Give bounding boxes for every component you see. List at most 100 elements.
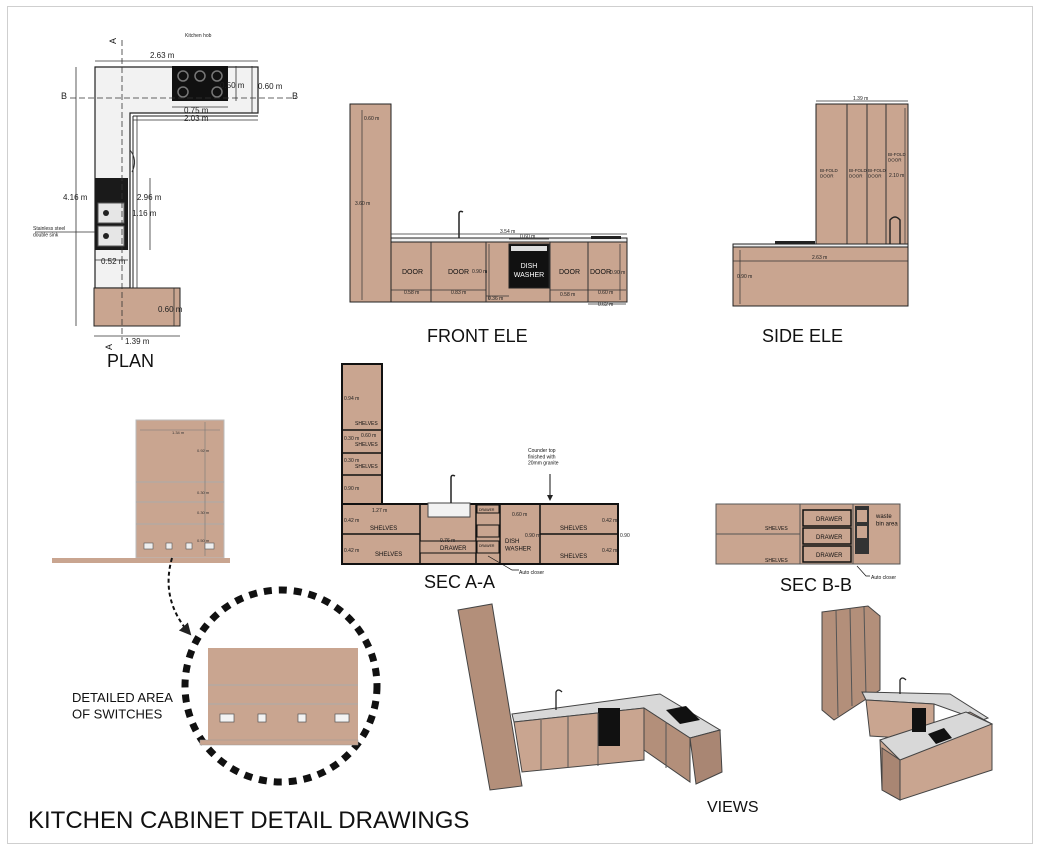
side-dim-overall: 2.63 m (812, 255, 827, 261)
aa-drawer-small-2: DRAWER (479, 544, 495, 548)
side-dim-top: 1.39 m (853, 96, 868, 102)
switch-dim-3: 0.30 m (197, 510, 210, 515)
switch-dim-width: 1.34 m (172, 430, 185, 435)
bb-auto-closer: Auto closer (871, 575, 896, 581)
front-dim-overall: 3.54 m (500, 229, 515, 235)
aa-tall-dim-5: 0.90 m (344, 486, 359, 492)
front-dim-base-5: 0.58 m (560, 292, 575, 298)
front-dim-tall-height: 3.60 m (355, 201, 370, 207)
side-door-4-line: DOOR (888, 158, 902, 163)
front-dim-base-8: 0.90 m (610, 270, 625, 276)
plan-dim-counter-depth: 0.60 m (258, 82, 283, 91)
aa-tall-dim-4: 0.30 m (344, 458, 359, 464)
section-marker-b-right: B (292, 91, 298, 101)
plan-dim-bottom-depth: 0.60 m (158, 305, 183, 314)
aa-title: SEC A-A (424, 572, 495, 592)
aa-drawer: DRAWER (440, 546, 467, 552)
side-door-1-line: DOOR (820, 174, 834, 179)
front-dishwasher-label-line: WASHER (514, 272, 544, 279)
sink-note-line: Stainless steel (33, 226, 65, 232)
side-door-2-line: DOOR (849, 174, 863, 179)
side-door-1-line: BI-FOLD (820, 168, 839, 173)
side-dim-height: 0.90 m (737, 274, 752, 280)
sheet-title: KITCHEN CABINET DETAIL DRAWINGS (28, 807, 469, 834)
front-dishwasher (508, 243, 550, 289)
switch-dim-4: 0.50 m (197, 538, 210, 543)
aa-base-dim-4: 0.76 m (440, 538, 455, 544)
aa-counter-note-line: Counder top (528, 448, 556, 454)
bb-waste-bin: waste bin area (875, 514, 898, 528)
plan-dim-inner-left: 2.96 m (137, 193, 162, 202)
perspective-view-corner (821, 605, 994, 801)
bb-drawer-1: DRAWER (816, 517, 843, 523)
aa-base-dim-6: 0.60 m (512, 512, 527, 518)
aa-shelves-7: SHELVES (560, 554, 587, 560)
plan-dim-bottom-width: 1.39 m (125, 337, 150, 346)
front-dishwasher-label-line: DISH (521, 263, 538, 270)
sink-note-line: double sink (33, 232, 59, 238)
front-door-1: DOOR (402, 269, 423, 276)
sheet-border (7, 6, 1033, 844)
aa-base-dim-7: 0.42 m (602, 518, 617, 524)
plan-dim-hob-depth: 0.50 m (220, 81, 245, 90)
aa-dishwasher: DISH WASHER (505, 539, 532, 553)
bb-shelves-1: SHELVES (765, 526, 788, 532)
front-dim-tall-width: 0.60 m (364, 116, 379, 122)
front-elevation: 0.60 m 3.60 m 3.54 m 0.60 m DOOR DOOR DO… (349, 103, 628, 346)
front-door-2: DOOR (448, 269, 469, 276)
side-door-3-line: BI-FOLD (868, 168, 887, 173)
plan-view: 2.63 m 0.75 m 2.03 m 0.50 m 0.60 m 4.16 … (33, 33, 298, 371)
side-door-4-line: BI-FOLD (888, 152, 907, 157)
aa-base-dim-3: 0.42 m (344, 548, 359, 554)
detail-label-line: DETAILED AREA (72, 690, 173, 705)
hob-note: Kitchen hob (185, 33, 212, 39)
aa-dishwasher-line: WASHER (505, 547, 532, 553)
aa-base-dim-8: 0.42 m (602, 548, 617, 554)
switch-dim-1: 0.92 m (197, 448, 210, 453)
front-dim-dishwasher: 0.60 m (520, 234, 535, 240)
aa-base-dim-2: 0.42 m (344, 518, 359, 524)
aa-base-dim-9: 0.90 (620, 533, 630, 539)
front-door-4: DOOR (590, 269, 611, 276)
side-door-3-line: DOOR (868, 174, 882, 179)
section-bb: SHELVES SHELVES DRAWER DRAWER DRAWER was… (715, 503, 901, 595)
front-door-3: DOOR (559, 269, 580, 276)
front-dim-base-7: 0.62 m (598, 302, 613, 308)
bb-waste-bin-line: bin area (876, 522, 898, 528)
detail-label-line: OF SWITCHES (72, 706, 163, 721)
section-marker-b-left: B (61, 91, 67, 101)
bb-waste-bin-line: waste (875, 514, 892, 520)
front-dim-base-4: 0.36 m (488, 296, 503, 302)
front-dim-base-6: 0.60 m (598, 290, 613, 296)
aa-dishwasher-line: DISH (505, 539, 519, 545)
switch-plates (143, 542, 215, 550)
aa-counter-note-line: 20mm granite (528, 461, 559, 467)
aa-drawer-small-1: DRAWER (479, 508, 495, 512)
plan-dim-inner-top: 2.03 m (184, 114, 209, 123)
aa-tall-dim-2: 0.60 m (361, 433, 376, 439)
bb-drawer-3: DRAWER (816, 553, 843, 559)
aa-tall-dim-1: 0.94 m (344, 396, 359, 402)
aa-shelves-6: SHELVES (560, 526, 587, 532)
switch-wall-elevation: 1.34 m 0.92 m 0.30 m 0.30 m 0.50 m (52, 419, 230, 636)
bb-title: SEC B-B (780, 575, 852, 595)
switch-dim-2: 0.30 m (197, 490, 210, 495)
side-dim-tall: 2.10 m (889, 173, 904, 179)
plan-dim-left-total: 4.16 m (63, 193, 88, 202)
aa-shelves-1: SHELVES (355, 421, 378, 427)
side-door-2-line: BI-FOLD (849, 168, 868, 173)
section-aa: SHELVES SHELVES SHELVES SHELVES SHELVES … (341, 363, 630, 592)
aa-base-dim-5: 0.90 m (525, 533, 540, 539)
plan-dim-hob-width: 0.75 m (184, 106, 209, 115)
front-dim-base-3: 0.90 m (472, 269, 487, 275)
views-title: VIEWS (707, 799, 759, 816)
section-marker-a-top: A (108, 38, 118, 44)
plan-dim-sink-width: 0.52 m (101, 257, 126, 266)
